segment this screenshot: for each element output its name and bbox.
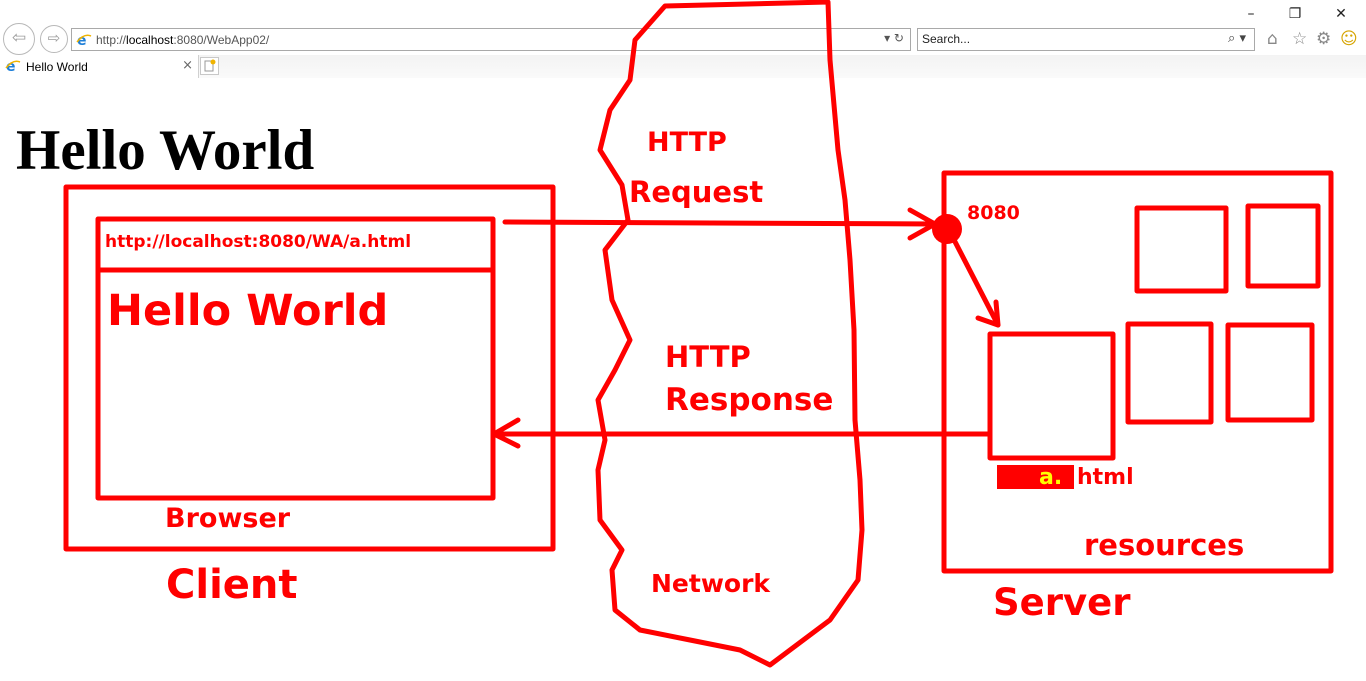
browser-window-box [95, 216, 496, 501]
http-response-line1: HTTP [665, 340, 751, 374]
client-box [63, 184, 556, 552]
server-box [941, 170, 1334, 574]
resource-box-4 [1225, 322, 1315, 423]
resource-box-1 [1134, 205, 1229, 294]
http-response-line2: Response [665, 382, 834, 418]
client-label: Client [166, 562, 298, 608]
address-bar[interactable]: e http://localhost:8080/WebApp02/ ▾ ↻ [71, 28, 911, 51]
highlight-bar [997, 465, 1074, 489]
ie-tab-icon: e [5, 58, 21, 79]
response-arrow-head [491, 417, 521, 449]
new-tab-button[interactable] [200, 57, 219, 75]
tab-close-icon[interactable]: × [182, 58, 193, 73]
http-request-line2: Request [629, 175, 764, 209]
back-arrow-icon: ⇦ [11, 28, 27, 48]
search-box[interactable]: ⌕ ▾ [917, 28, 1255, 51]
port-dot [932, 214, 962, 244]
http-request-line1: HTTP [647, 127, 727, 158]
address-url[interactable]: http://localhost:8080/WebApp02/ [96, 33, 270, 47]
svg-text:e: e [6, 59, 16, 74]
browser-url-text: http://localhost:8080/WA/a.html [105, 232, 412, 252]
browser-chrome: – ❐ ✕ ⇦ ⇨ e http://localhost:8080/WebApp… [0, 0, 1366, 78]
server-label: Server [993, 581, 1131, 624]
network-label: Network [651, 569, 771, 598]
new-tab-icon [204, 59, 216, 72]
resource-prefix: a. [1039, 465, 1063, 490]
port-to-resource-arrow [947, 229, 1001, 328]
restore-button[interactable]: ❐ [1288, 6, 1302, 22]
resources-label: resources [1084, 528, 1245, 562]
close-window-button[interactable]: ✕ [1335, 6, 1347, 22]
gear-icon[interactable]: ⚙ [1316, 29, 1332, 49]
home-icon[interactable]: ⌂ [1267, 29, 1278, 49]
forward-arrow-icon: ⇨ [47, 29, 61, 47]
svg-text:e: e [77, 33, 87, 48]
browser-label: Browser [165, 503, 291, 534]
back-button[interactable]: ⇦ [3, 23, 35, 55]
resource-suffix: html [1077, 465, 1134, 490]
tab-hello-world[interactable]: e Hello World × [0, 55, 199, 78]
request-arrow [502, 219, 938, 227]
forward-button[interactable]: ⇨ [40, 25, 68, 53]
port-to-resource-arrow-head [975, 299, 1001, 328]
dropdown-refresh-icon[interactable]: ▾ ↻ [884, 31, 904, 45]
search-input[interactable] [922, 32, 1202, 46]
page-heading: Hello World [16, 119, 315, 182]
resource-box-2 [1245, 203, 1321, 289]
favorites-icon[interactable]: ☆ [1292, 29, 1308, 49]
resource-box-3 [1125, 321, 1214, 425]
ie-logo-icon: e [76, 32, 92, 53]
tab-bar: e Hello World × [0, 55, 1366, 78]
search-icon[interactable]: ⌕ ▾ [1228, 31, 1246, 46]
resource-box-a-html [987, 331, 1116, 461]
browser-hello-world: Hello World [107, 286, 389, 336]
tab-title: Hello World [26, 60, 88, 74]
network-cloud [595, 0, 865, 668]
smiley-icon[interactable]: ☺ [1340, 29, 1358, 49]
minimize-button[interactable]: – [1247, 6, 1255, 22]
port-label: 8080 [967, 202, 1020, 224]
